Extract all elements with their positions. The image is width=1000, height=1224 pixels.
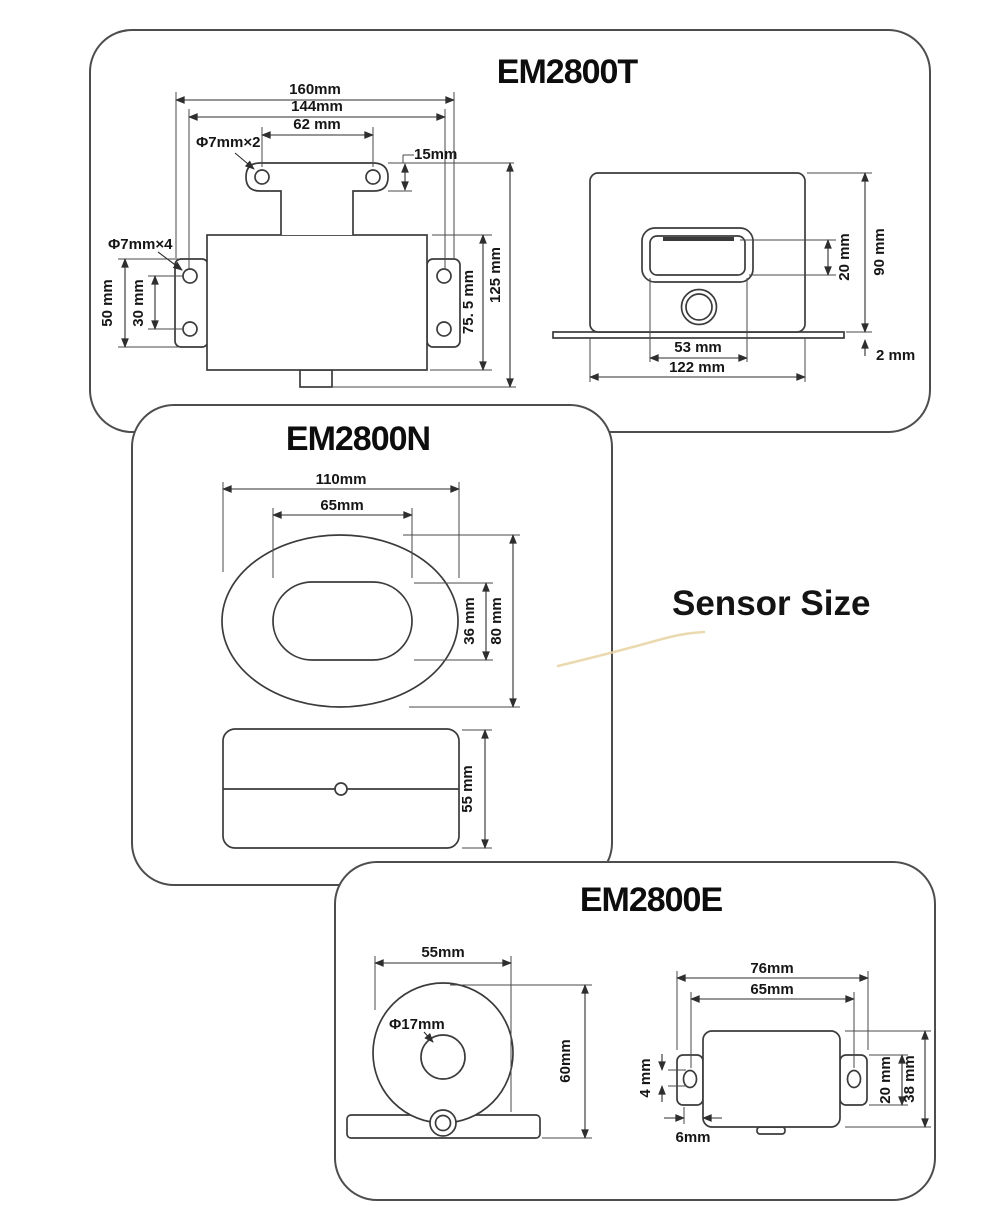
decorative-swirl xyxy=(556,630,706,668)
dim-label-60mm: 60mm xyxy=(557,1039,574,1082)
ct-screw-inner xyxy=(434,1114,452,1132)
ct-screw-outer xyxy=(429,1109,457,1137)
em2800t-side-view: 20 mm 90 mm 2 mm 53 mm 122 mm xyxy=(552,172,915,382)
dim-label-110mm: 110mm xyxy=(316,471,367,488)
side-box-screw xyxy=(334,782,348,796)
em2800n-side-view: 55 mm xyxy=(222,728,492,849)
ear-hole-right xyxy=(846,1069,862,1089)
dim-label-50mm: 50 mm xyxy=(99,279,116,327)
em2800e-front-view: 55mm Φ17mm 60mm xyxy=(346,944,592,1139)
window-strip xyxy=(663,237,734,241)
plate-hole xyxy=(182,321,198,337)
dim-label-75-5mm: 75. 5 mm xyxy=(460,270,477,334)
dim-label-62mm: 62 mm xyxy=(293,116,341,133)
dim-label-90mm: 90 mm xyxy=(871,228,888,276)
dim-label-36mm: 36 mm xyxy=(461,597,478,645)
window-inner xyxy=(649,235,746,276)
plate-hole xyxy=(182,268,198,284)
panel-title-em2800n: EM2800N xyxy=(286,420,430,458)
leader-hole-side xyxy=(157,251,183,271)
em2800t-front-view: 160mm 144mm 62 mm Φ7mm×2 15mm Φ7mm×4 50 … xyxy=(99,81,516,388)
dim-label-15mm: 15mm xyxy=(414,146,457,163)
top-bracket xyxy=(245,162,389,235)
bottom-tab xyxy=(299,369,333,388)
em2800e-side-view: 76mm 65mm 4 mm 6mm 20 mm 38 mm xyxy=(637,960,931,1146)
bracket-hole-left xyxy=(254,169,270,185)
dim-label-38mm: 38 mm xyxy=(901,1055,918,1103)
dim-label-55mm: 55mm xyxy=(421,944,464,961)
bracket-hole-right xyxy=(365,169,381,185)
em2800n-top-view: 110mm 65mm 36 mm 80 mm xyxy=(221,471,520,708)
dim-label-125mm: 125 mm xyxy=(487,247,504,303)
dim-label-122mm: 122 mm xyxy=(669,359,725,376)
dim-label-30mm: 30 mm xyxy=(130,279,147,327)
caption-sensor-size: Sensor Size xyxy=(672,584,870,623)
panel-em2800n: EM2800N 110mm 65mm 36 mm 80 mm 55 mm xyxy=(131,404,613,886)
main-body xyxy=(206,234,428,371)
plate-hole xyxy=(436,321,452,337)
ring-inner-window xyxy=(272,581,413,661)
dim-label-20mm: 20 mm xyxy=(877,1056,894,1104)
dim-label-160mm: 160mm xyxy=(289,81,341,98)
dim-label-80mm: 80 mm xyxy=(488,597,505,645)
panel-em2800e: EM2800E 55mm Φ17mm 60mm xyxy=(334,861,936,1201)
dim-label-4mm: 4 mm xyxy=(637,1058,654,1097)
leader-hole-17 xyxy=(423,1031,434,1043)
dim-label-65mm: 65mm xyxy=(750,981,793,998)
dim-label-144mm: 144mm xyxy=(291,98,343,115)
panel-em2800t: EM2800T xyxy=(89,29,931,433)
dim-label-2mm: 2 mm xyxy=(876,347,915,364)
ear-hole-left xyxy=(682,1069,698,1089)
dim-label-55mm: 55 mm xyxy=(459,765,476,813)
dim-label-20mm: 20 mm xyxy=(836,233,853,281)
dim-label-76mm: 76mm xyxy=(750,960,793,977)
plate-hole xyxy=(436,268,452,284)
side-knob-inner xyxy=(685,293,713,321)
dim-label-53mm: 53 mm xyxy=(674,339,722,356)
panel-title-em2800e: EM2800E xyxy=(580,881,723,919)
hole-note-side-label: Φ7mm×4 xyxy=(108,236,173,253)
ct-hole xyxy=(420,1034,466,1080)
hole-note-17-label: Φ17mm xyxy=(389,1016,445,1033)
hole-note-top-label: Φ7mm×2 xyxy=(196,134,260,151)
panel-title-em2800t: EM2800T xyxy=(497,53,639,91)
dim-label-65mm: 65mm xyxy=(320,497,363,514)
dim-label-6mm: 6mm xyxy=(675,1129,710,1146)
side-body xyxy=(702,1030,841,1128)
bottom-notch xyxy=(756,1126,786,1135)
leader-hole-top xyxy=(234,152,255,170)
base-plate xyxy=(552,331,845,339)
